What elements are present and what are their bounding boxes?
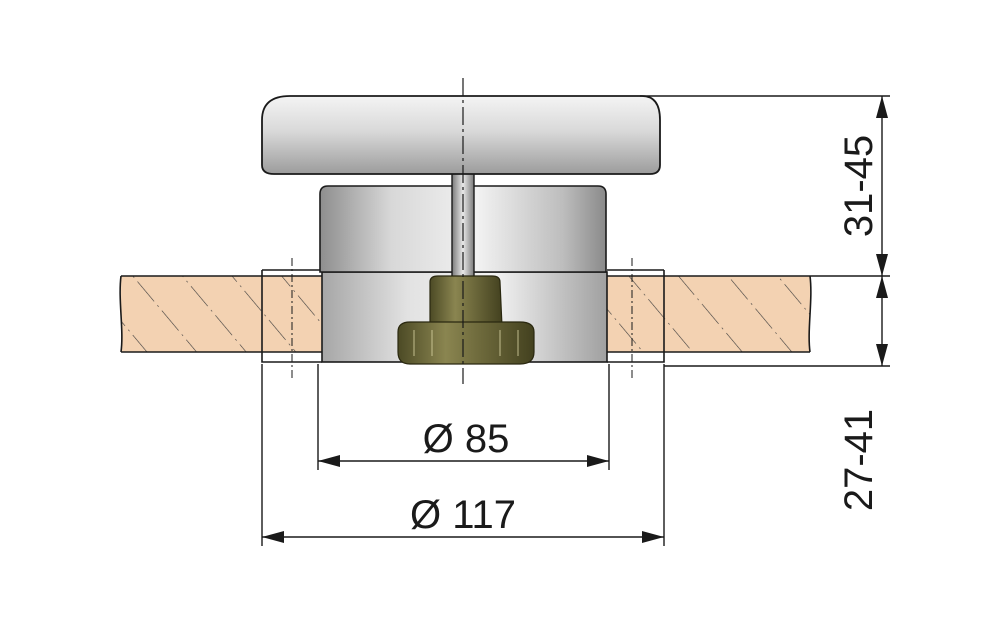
inner-diameter-label: Ø 85 bbox=[423, 417, 510, 461]
dimension-height-below bbox=[876, 276, 888, 366]
height-below-label: 27-41 bbox=[837, 409, 881, 511]
outer-diameter-label: Ø 117 bbox=[410, 493, 516, 537]
vent-cap bbox=[261, 95, 661, 175]
vertical-extension-lines bbox=[640, 95, 890, 367]
deck-section-left bbox=[119, 275, 322, 353]
deck-section-right bbox=[607, 275, 812, 353]
screw-centerlines bbox=[291, 258, 633, 378]
height-above-label: 31-45 bbox=[837, 135, 881, 237]
knob bbox=[397, 275, 535, 365]
dimension-inner-diameter bbox=[317, 364, 610, 470]
dimension-outer-diameter bbox=[261, 364, 665, 546]
dimension-height-above bbox=[876, 96, 888, 276]
